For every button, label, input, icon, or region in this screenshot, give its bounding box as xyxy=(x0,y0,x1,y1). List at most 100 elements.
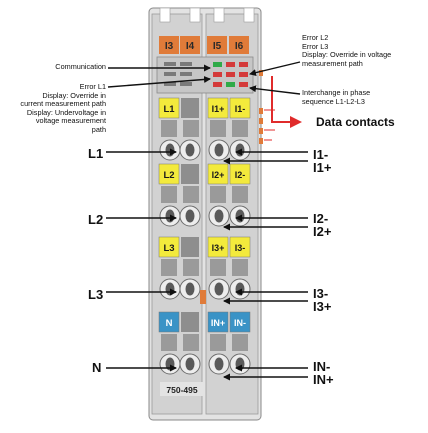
clamp-wire-entry xyxy=(165,209,175,223)
release-slot xyxy=(210,259,226,276)
led-indicator xyxy=(239,72,248,77)
label-error-l1: Error L1 Display: Override in current me… xyxy=(0,82,106,135)
terminal-label-chip xyxy=(181,312,199,332)
clamp-wire-entry xyxy=(185,282,195,296)
led-indicator xyxy=(180,82,192,86)
data-contact-marks xyxy=(200,70,263,304)
label-line: I2- xyxy=(313,211,329,226)
terminal-label-chip xyxy=(229,311,251,333)
label-communication-text: Communication xyxy=(55,62,106,71)
terminal-label: I2+ xyxy=(212,170,225,180)
data-contacts-arrow-line xyxy=(271,76,302,128)
led-indicator xyxy=(213,82,222,87)
clamp-wire-entry xyxy=(185,357,195,371)
led-indicator xyxy=(239,62,248,67)
top-terminal-label: I5 xyxy=(213,41,222,52)
label-communication: Communication xyxy=(40,62,106,72)
interchange-arrow xyxy=(249,85,301,95)
module-model-number: 750-495 xyxy=(166,385,197,395)
label-line: Error L3 xyxy=(302,41,329,51)
terminal-label-chip xyxy=(207,163,229,185)
led-indicators xyxy=(164,62,248,87)
terminal-label-chip xyxy=(207,97,229,119)
release-slot xyxy=(161,120,177,137)
label-interchange: Interchange in phase sequence L1-L2-L3 xyxy=(302,88,422,106)
led-indicator xyxy=(226,82,235,87)
label-line: I1- xyxy=(313,147,329,162)
top-terminal xyxy=(180,36,200,54)
top-terminal-label: I4 xyxy=(186,41,195,52)
release-slot xyxy=(183,259,199,276)
terminal-label-chip xyxy=(181,164,199,184)
top-notch xyxy=(243,7,255,23)
release-slot xyxy=(161,334,177,351)
terminal-label: I2- xyxy=(235,170,246,180)
errors-arrow xyxy=(249,61,301,77)
contact-mark xyxy=(200,290,206,304)
release-slot xyxy=(210,334,226,351)
release-slot xyxy=(232,186,248,203)
terminal-label-chip xyxy=(158,311,180,333)
led-indicator xyxy=(213,62,222,67)
label-errors: Error L2 Error L3 Display: Override in v… xyxy=(302,33,426,68)
top-terminal xyxy=(229,36,249,54)
label-line: Display: Override in voltage xyxy=(302,50,392,60)
led-indicator xyxy=(180,62,192,66)
label-line: Display: Override in xyxy=(42,90,106,100)
clamp-wire-entry xyxy=(214,282,224,296)
clamp-wire-entry xyxy=(235,282,245,296)
terminal-label-chip xyxy=(229,97,251,119)
label-line: current measurement path xyxy=(20,99,106,109)
clamp-wire-entry xyxy=(214,143,224,157)
led-indicator xyxy=(213,72,222,77)
top-notch xyxy=(159,7,171,23)
label-line: I1+ xyxy=(313,160,332,175)
clamp-wire-entry xyxy=(185,143,195,157)
contact-mark xyxy=(259,118,263,124)
release-slot xyxy=(232,120,248,137)
top-terminal xyxy=(159,36,179,54)
label-line: I2+ xyxy=(313,224,332,239)
label-phase-l2: L2 xyxy=(88,212,104,227)
terminal-label-chip xyxy=(158,97,180,119)
release-slot xyxy=(232,259,248,276)
terminal-label: I1- xyxy=(235,104,246,114)
led-indicator xyxy=(239,82,248,87)
terminal-label-chip xyxy=(229,163,251,185)
top-notch xyxy=(213,7,225,23)
terminal-label-chip xyxy=(158,163,180,185)
clamp-wire-entry xyxy=(235,209,245,223)
terminal-label-chip xyxy=(181,98,199,118)
error-l1-arrow xyxy=(107,75,211,88)
label-phase-l3: L3 xyxy=(88,287,104,302)
label-phase-l1: L1 xyxy=(88,146,104,161)
terminal-label: IN- xyxy=(234,318,246,328)
label-line: sequence L1-L2-L3 xyxy=(302,96,365,106)
callout-arrows xyxy=(106,61,308,381)
label-phase-n: N xyxy=(92,360,102,375)
terminal-label: I1+ xyxy=(212,104,225,114)
data-contacts-arrow xyxy=(264,76,302,141)
label-data-contacts: Data contacts xyxy=(316,115,395,129)
release-slot xyxy=(183,186,199,203)
release-slot xyxy=(210,186,226,203)
label-current-3: I3- I3+ xyxy=(313,287,331,313)
terminal-label: L3 xyxy=(163,243,174,254)
clamp-wire-entry xyxy=(165,143,175,157)
clamp-wire-entry xyxy=(235,143,245,157)
led-indicator xyxy=(226,62,235,67)
label-current-2: I2- I2+ xyxy=(313,212,331,238)
terminal-label: I3- xyxy=(235,243,246,253)
release-slot xyxy=(161,186,177,203)
release-slot xyxy=(183,334,199,351)
label-current-n: IN- IN+ xyxy=(313,360,334,386)
clamp-wire-entry xyxy=(165,282,175,296)
label-line: IN+ xyxy=(313,372,334,387)
top-terminal xyxy=(207,36,227,54)
led-indicator xyxy=(164,72,176,76)
label-line: Error L1 xyxy=(79,82,106,91)
